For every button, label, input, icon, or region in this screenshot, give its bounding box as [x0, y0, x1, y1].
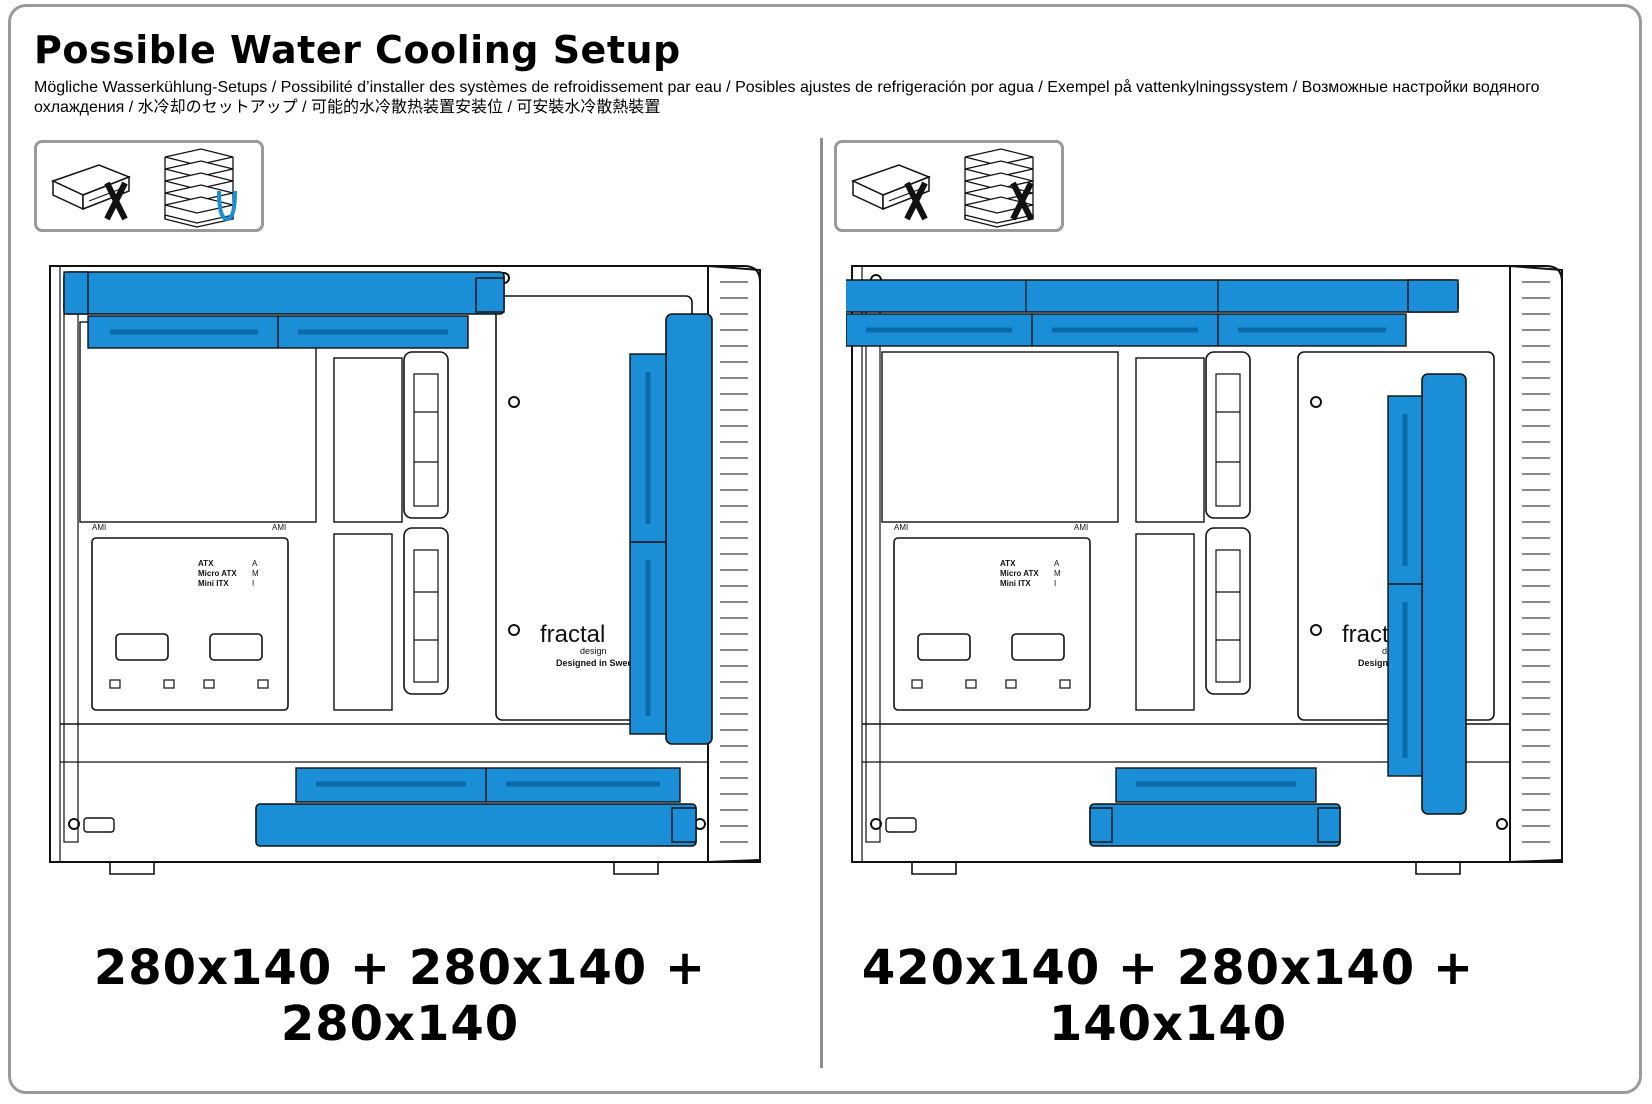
a-label: A [252, 559, 258, 568]
hdd-cage-upper [403, 351, 449, 519]
ami-label: AMI [1074, 523, 1088, 532]
cross-mark-icon [104, 181, 128, 221]
hdd-cage-lower [403, 527, 449, 695]
check-mark-icon [217, 190, 237, 222]
drive-support-legend-left [34, 140, 264, 232]
atx-label: ATX [1000, 559, 1016, 568]
m-label: M [252, 569, 259, 578]
radiator-bottom [255, 767, 697, 847]
radiator-bottom [1089, 767, 1341, 847]
page-subtitle: Mögliche Wasserkühlung-Setups / Possibil… [34, 79, 1540, 116]
cpu-area [881, 351, 1119, 523]
case-diagram-right: AMI AMI ATX Micro ATX Mini ITX A M I fra… [846, 264, 1563, 875]
ami-label: AMI [92, 523, 106, 532]
hdd-cage-lower [1205, 527, 1251, 695]
radiator-front [629, 313, 713, 745]
brand-logo-sub: design [580, 646, 607, 656]
radiator-top [63, 271, 505, 349]
rear-io-strip [63, 301, 79, 843]
front-panel [707, 264, 761, 864]
brand-tagline: Designed in Sweden [556, 658, 644, 668]
brand-logo: fractal [540, 621, 605, 648]
radiator-combination-left: 280x140 + 280x140 + 280x140 [93, 940, 707, 1052]
m-label: M [1054, 569, 1061, 578]
case-diagram-left: AMI AMI ATX Micro ATX Mini ITX A M I fra… [49, 264, 761, 875]
mini-itx-label: Mini ITX [198, 579, 229, 588]
drive-support-legend-right [834, 140, 1064, 232]
mini-itx-label: Mini ITX [1000, 579, 1031, 588]
i-label: I [252, 579, 254, 588]
case-feet [911, 862, 1461, 875]
optical-drive-icon [851, 164, 932, 211]
radiator-top [846, 279, 1459, 347]
micro-atx-label: Micro ATX [198, 569, 237, 578]
ami-label: AMI [894, 523, 908, 532]
case-feet [109, 862, 659, 875]
radiator-front [1387, 373, 1467, 815]
cross-mark-icon [904, 181, 928, 221]
optical-drive-icon [51, 164, 132, 211]
a-label: A [1054, 559, 1060, 568]
ami-label: AMI [272, 523, 286, 532]
i-label: I [1054, 579, 1056, 588]
hdd-cage-icon [964, 148, 1034, 228]
micro-atx-label: Micro ATX [1000, 569, 1039, 578]
motherboard-tray [91, 537, 289, 711]
page-title: Possible Water Cooling Setup [34, 28, 681, 72]
front-vent-slots [1522, 281, 1550, 843]
panel-divider [820, 138, 823, 1068]
diagram-frame [8, 4, 1642, 1094]
hdd-cage-upper [1205, 351, 1251, 519]
front-vent-slots [720, 281, 748, 843]
cross-mark-icon [1010, 181, 1034, 221]
radiator-combination-right: 420x140 + 280x140 + 140x140 [861, 940, 1475, 1052]
cpu-area [79, 321, 317, 523]
rear-io-strip [865, 301, 881, 843]
motherboard-tray [893, 537, 1091, 711]
atx-label: ATX [198, 559, 214, 568]
front-panel [1509, 264, 1563, 864]
